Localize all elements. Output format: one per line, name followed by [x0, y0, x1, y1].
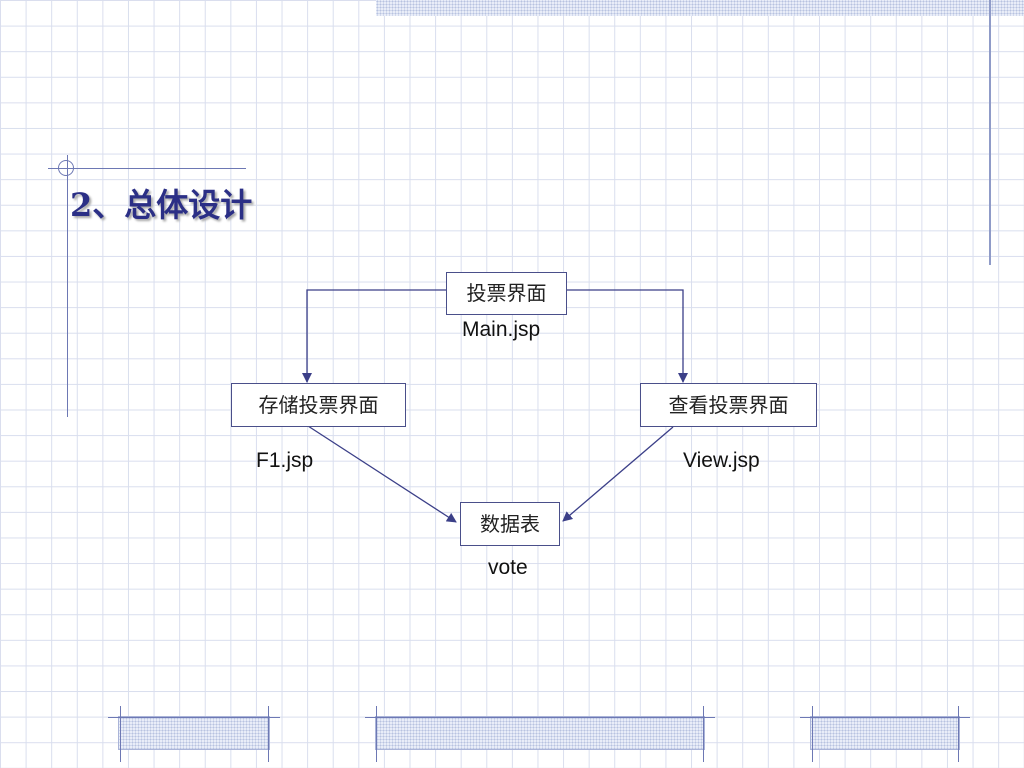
- node-view-box: 查看投票界面: [640, 383, 817, 427]
- node-store-box: 存储投票界面: [231, 383, 406, 427]
- node-table-label: 数据表: [480, 512, 540, 536]
- footer-block-center: [375, 716, 705, 750]
- footer-tick: [268, 706, 269, 762]
- footer-tick: [365, 717, 715, 718]
- node-view-file: View.jsp: [683, 449, 760, 472]
- title-ring-icon: [58, 160, 74, 176]
- edge-main-to-store: [302, 289, 446, 383]
- footer-tick: [800, 717, 970, 718]
- footer-tick: [376, 706, 377, 762]
- edge-view-to-table: [562, 426, 674, 522]
- node-store-file: F1.jsp: [256, 449, 314, 472]
- slide-title: 2、总体设计: [70, 186, 253, 224]
- footer-block-left: [118, 716, 270, 750]
- node-table-file: vote: [488, 556, 528, 579]
- edge-store-to-table: [307, 425, 457, 523]
- node-main-label: 投票界面: [466, 281, 547, 305]
- node-main-file: Main.jsp: [462, 318, 541, 341]
- footer-block-right: [810, 716, 960, 750]
- top-right-vertical-rule: [989, 0, 991, 265]
- footer-tick: [812, 706, 813, 762]
- edge-main-to-view: [567, 289, 688, 383]
- node-view-label: 查看投票界面: [668, 393, 789, 417]
- top-right-dotted-band: [376, 0, 1024, 16]
- node-main-box: 投票界面: [446, 272, 567, 315]
- title-vertical-rule: [67, 155, 68, 417]
- footer-tick: [120, 706, 121, 762]
- footer-tick: [958, 706, 959, 762]
- node-table-box: 数据表: [460, 502, 560, 546]
- node-store-label: 存储投票界面: [258, 393, 379, 417]
- title-horizontal-rule: [48, 168, 246, 169]
- footer-tick: [703, 706, 704, 762]
- footer-tick: [108, 717, 280, 718]
